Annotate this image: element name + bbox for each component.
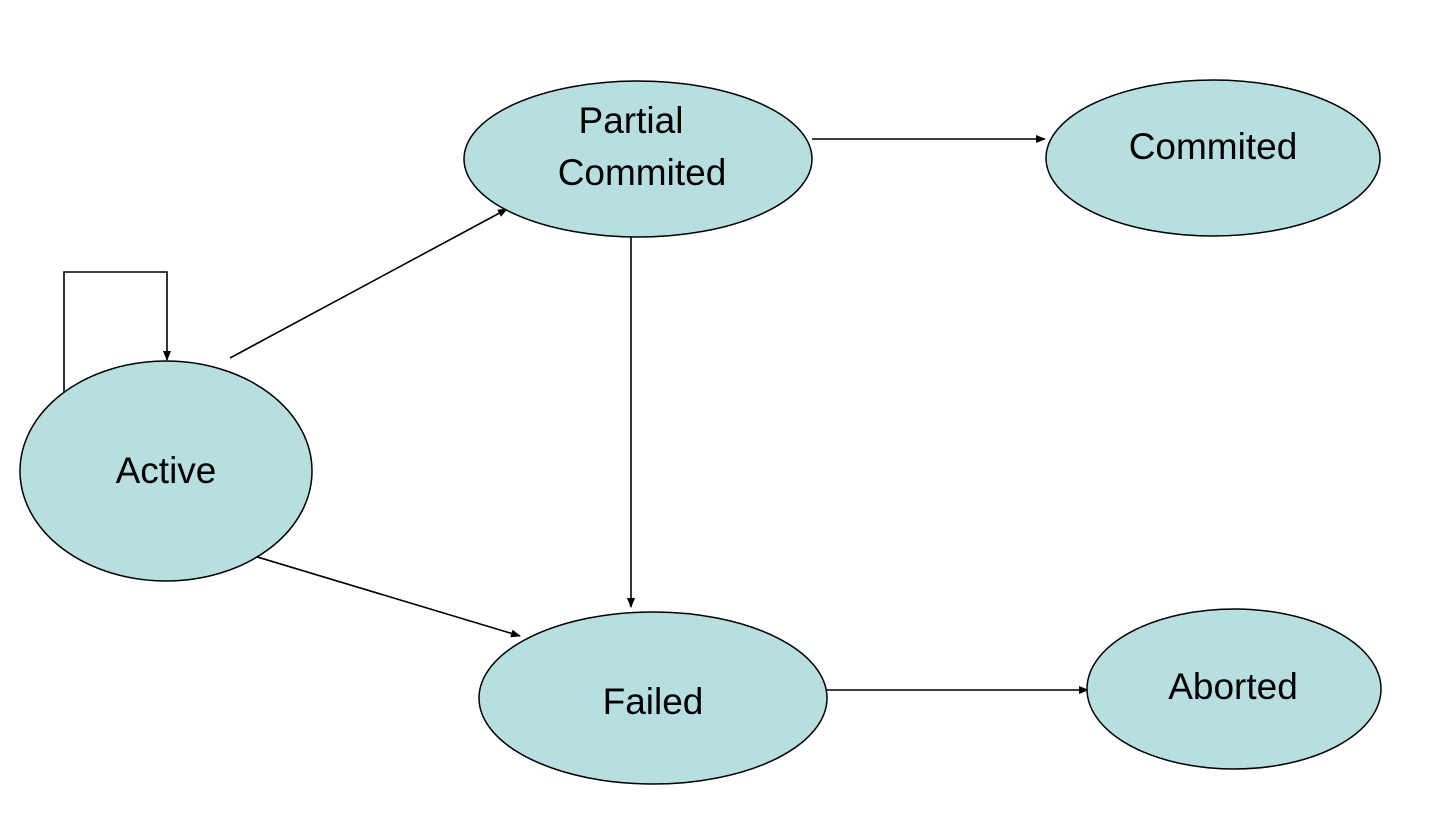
node-active[interactable]: Active: [19, 360, 313, 582]
node-active-shape: [19, 360, 313, 582]
edge-active-self-loop: [63, 271, 171, 392]
node-partial-commited-shape: [463, 80, 813, 238]
node-commited[interactable]: Commited: [1045, 79, 1381, 237]
node-failed-label: Failed: [603, 681, 704, 722]
node-commited-label: Commited: [1129, 126, 1298, 167]
node-active-label: Active: [116, 450, 217, 491]
edge-active-to-partial-commited: [229, 208, 508, 359]
node-failed-shape: [478, 611, 828, 785]
node-aborted-label: Aborted: [1168, 666, 1298, 707]
node-partial-commited-label-line1: Partial: [579, 100, 684, 141]
node-commited-shape: [1045, 79, 1381, 237]
node-aborted[interactable]: Aborted: [1086, 608, 1382, 770]
node-partial-commited-label-line2: Commited: [558, 152, 727, 193]
edge-active-to-failed: [243, 552, 521, 638]
node-partial-commited[interactable]: Partial Commited: [463, 80, 813, 238]
node-aborted-shape: [1086, 608, 1382, 770]
node-failed[interactable]: Failed: [478, 611, 828, 785]
